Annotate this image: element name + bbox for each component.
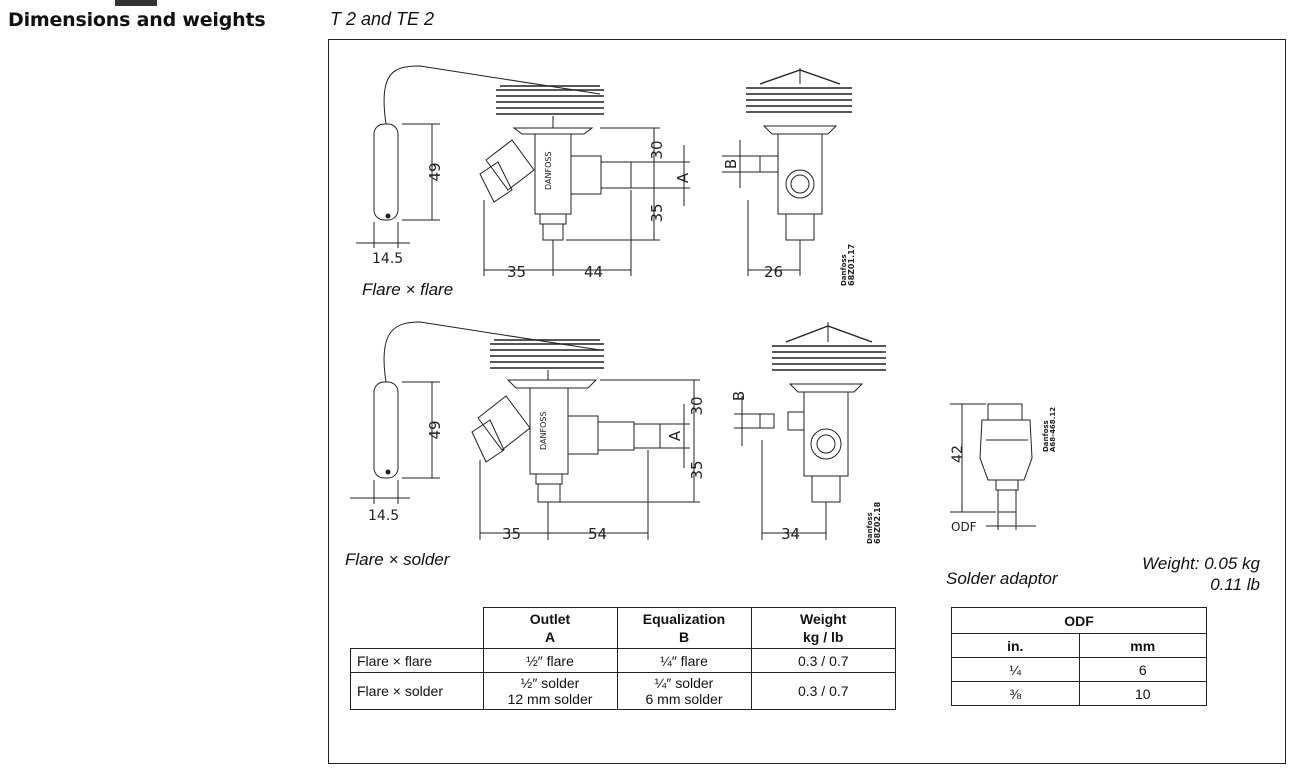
header-line: Outlet [529,611,571,627]
dim-text: 35 [507,263,526,281]
table-row: ¼ 6 [951,657,1207,682]
col-header-weight: Weight kg / lb [750,607,896,649]
valve-brand-text: DANFOSS [544,151,553,190]
header-line: B [678,629,690,645]
drawing-code: 68Z01.17 [847,244,856,286]
odf-table: ODF in. mm ¼ 6 ⅜ 10 [951,607,1207,706]
dim-text: 49 [426,420,444,439]
row-label: Flare × flare [350,648,484,673]
sensing-bulb [373,381,399,479]
table-header-row: in. mm [951,633,1207,658]
col-header-in: in. [951,633,1080,658]
dim-text: 35 [648,203,666,222]
adaptor-weight: Weight: 0.05 kg 0.11 lb [1090,553,1260,595]
drawing-code: A68-468.12 [1049,407,1057,452]
cell-weight: 0.3 / 0.7 [750,672,896,710]
dim-text: 42 [950,445,966,463]
caption-solder-adaptor: Solder adaptor [946,569,1058,588]
col-header-outlet: Outlet A [482,607,618,649]
flare-flare-front-view: B 26 Danfoss 68Z01.17 [722,68,856,286]
flare-flare-side-view: 49 14.5 DANFOSS 30 35 A [356,65,692,281]
dim-text: 30 [688,396,706,415]
drawing-brand: Danfoss [840,254,848,286]
cell-mm: 6 [1078,657,1207,682]
top-badge [115,0,157,6]
header-line: Weight [800,611,847,627]
solder-adaptor-view: 42 ODF Danfoss A68-468.12 [950,403,1057,534]
flare-solder-front-view: B 34 Danfoss 68Z02.18 [730,322,886,544]
cell-line: 6 mm solder [645,691,723,707]
table-corner [350,607,483,649]
col-header-equalization: Equalization B [616,607,752,649]
dim-text: 54 [588,525,607,543]
table-header-row: ODF [951,607,1207,634]
adaptor-weight-kg: Weight: 0.05 kg [1142,554,1260,573]
header-line: kg / lb [803,629,844,645]
table-header-row: Outlet A Equalization B Weight kg / lb [350,607,896,649]
dim-text: A [674,172,692,183]
odf-label: ODF [951,520,977,534]
row-label: Flare × solder [350,672,484,710]
dim-text: 35 [502,525,521,543]
drawing-frame [328,39,1286,764]
section-title: Dimensions and weights [8,9,266,31]
valve-brand-text: DANFOSS [539,411,548,450]
col-header-mm: mm [1078,633,1207,658]
header-line: A [544,629,556,645]
dim-text: A [666,430,684,441]
cell-equalization: ¼″ solder 6 mm solder [616,672,752,710]
cell-line: ¼″ solder [654,675,714,691]
cell-mm: 10 [1078,681,1207,706]
dim-text: 35 [688,460,706,479]
cell-equalization: ¼″ flare [616,648,752,673]
dimensions-weights-table: Outlet A Equalization B Weight kg / lb F… [350,607,896,710]
adaptor-weight-lb: 0.11 lb [1210,575,1260,594]
dim-text: B [730,391,748,401]
cell-line: ½″ solder [520,675,580,691]
dim-text: 34 [781,525,800,543]
cell-outlet: ½″ flare [482,648,618,673]
drawing-code: 68Z02.18 [873,501,882,544]
table-row: Flare × solder ½″ solder 12 mm solder ¼″… [350,672,896,710]
table-row: ⅜ 10 [951,681,1207,706]
dim-text: 44 [584,263,603,281]
dim-text: 49 [426,162,444,181]
cell-in: ⅜ [951,681,1080,706]
drawing-brand: Danfoss [866,512,874,544]
dim-text: 14.5 [372,251,403,267]
odf-header: ODF [951,607,1207,634]
dim-text: B [722,159,740,169]
drawing-brand: Danfoss [1042,420,1050,452]
caption-flare-flare: Flare × flare [362,280,454,299]
page-subtitle: T 2 and TE 2 [330,9,435,29]
cell-line: 12 mm solder [507,691,593,707]
cell-in: ¼ [951,657,1080,682]
sensing-bulb [373,123,399,221]
dim-text: 30 [648,140,666,159]
flare-solder-side-view: 49 14.5 DANFOSS 30 35 A 35 54 [350,321,706,543]
cell-outlet: ½″ solder 12 mm solder [482,672,618,710]
dim-text: 26 [764,263,783,281]
dim-text: 14.5 [368,508,399,524]
cell-weight: 0.3 / 0.7 [750,648,896,673]
table-row: Flare × flare ½″ flare ¼″ flare 0.3 / 0.… [350,648,896,673]
caption-flare-solder: Flare × solder [345,550,450,569]
header-line: Equalization [642,611,726,627]
